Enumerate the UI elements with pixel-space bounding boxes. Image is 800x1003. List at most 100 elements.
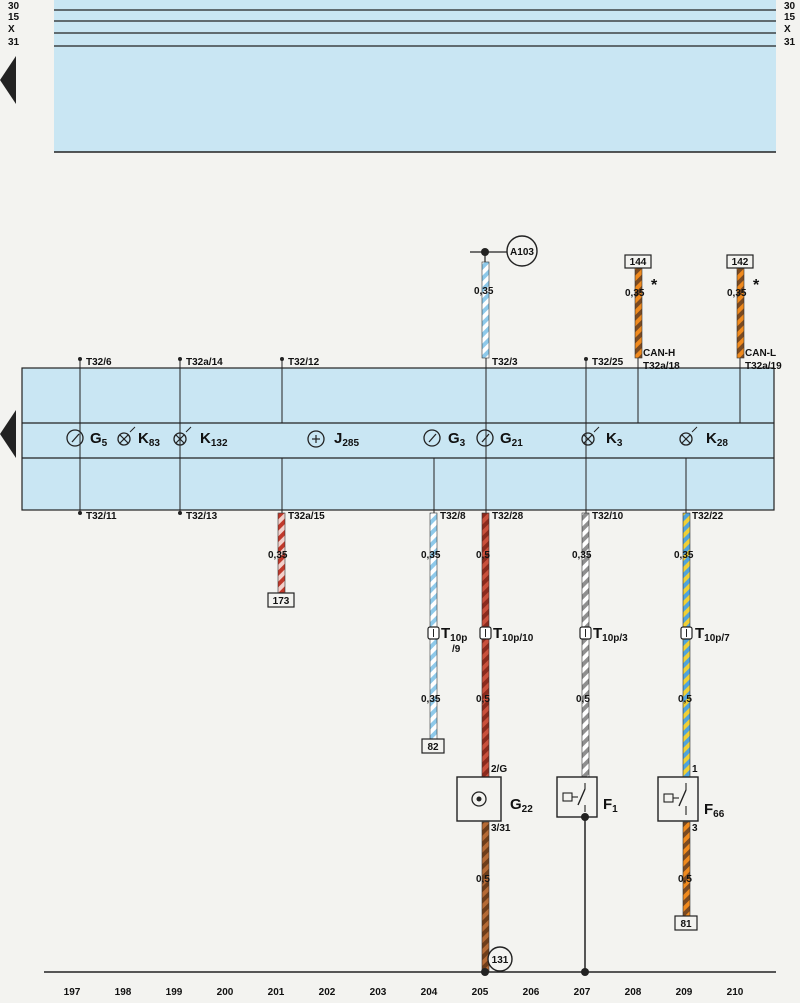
pin-t32-8: T32/8 xyxy=(440,511,466,522)
pin-t32a-19: T32a/19 xyxy=(745,361,782,372)
component-g22: G22 xyxy=(510,796,533,815)
bus-can-h: CAN-H xyxy=(643,348,675,359)
rail-label-left-15: 15 xyxy=(8,12,20,23)
connector-icon xyxy=(427,626,440,640)
switch-f66-box xyxy=(657,776,699,822)
ref-82[interactable] xyxy=(421,738,445,754)
ref-a103-label: A103 xyxy=(510,247,534,258)
f1-ground-junction xyxy=(581,813,589,821)
ref-144-label: 144 xyxy=(630,257,647,268)
column-number: 206 xyxy=(523,987,540,998)
wire-size: 0,35 xyxy=(727,288,747,299)
ref-173-label: 173 xyxy=(273,596,290,607)
component-k3: K3 xyxy=(606,430,623,449)
pin-t32a-14: T32a/14 xyxy=(186,357,223,368)
column-number: 202 xyxy=(319,987,336,998)
rail-label-left-30: 30 xyxy=(8,1,20,12)
component-k83: K83 xyxy=(138,430,160,449)
g22-pin-bottom: 3/31 xyxy=(491,823,511,834)
gauge-icon xyxy=(476,429,494,447)
column-number: 199 xyxy=(166,987,183,998)
ref-82-label: 82 xyxy=(427,742,439,753)
control-unit-icon xyxy=(307,430,325,448)
switch-f1-box xyxy=(556,776,598,818)
pin-t32-3: T32/3 xyxy=(492,357,518,368)
column-number: 198 xyxy=(115,987,132,998)
pin-t32-11: T32/11 xyxy=(86,511,117,522)
ref-a103[interactable] xyxy=(506,235,538,267)
component-j285: J285 xyxy=(334,430,359,449)
lamp-icon xyxy=(117,426,136,446)
wire-size: 0,35 xyxy=(421,694,441,705)
connector-icon xyxy=(479,626,492,640)
connector-t10p-10: T10p/10 xyxy=(493,625,534,644)
connector-t10p-9-pin: /9 xyxy=(452,644,461,655)
ref-81-label: 81 xyxy=(680,919,692,930)
rail-label-left-31: 31 xyxy=(8,37,20,48)
connector-t10p-3: T10p/3 xyxy=(593,625,628,644)
cluster-internal-lines xyxy=(79,358,741,513)
pin-t32-22: T32/22 xyxy=(692,511,724,522)
column-number: 200 xyxy=(217,987,234,998)
pin-t32-12: T32/12 xyxy=(288,357,320,368)
wire-size: 0,35 xyxy=(625,288,645,299)
ref-131-label: 131 xyxy=(492,955,509,966)
connector-icon xyxy=(579,626,592,640)
rail-panel xyxy=(54,0,776,152)
gauge-icon xyxy=(66,429,84,447)
wire-size: 0,5 xyxy=(476,874,490,885)
column-number: 207 xyxy=(574,987,591,998)
connector-t10p-7: T10p/7 xyxy=(695,625,730,644)
component-f1: F1 xyxy=(603,796,618,815)
column-number: 209 xyxy=(676,987,693,998)
wire-brown-orange-can-l xyxy=(736,267,745,359)
component-k132: K132 xyxy=(200,430,228,449)
rail-label-right-30: 30 xyxy=(784,1,796,12)
switch-icon xyxy=(663,783,687,815)
wire-size: 0,35 xyxy=(572,550,592,561)
wire-size: 0,35 xyxy=(268,550,288,561)
wire-size: 0,5 xyxy=(678,874,692,885)
pin-t32-28: T32/28 xyxy=(492,511,524,522)
ref-144[interactable] xyxy=(624,254,652,269)
page-back-arrow[interactable] xyxy=(0,56,16,104)
ref-81[interactable] xyxy=(674,915,698,931)
rail-label-right-31: 31 xyxy=(784,37,796,48)
column-number: 201 xyxy=(268,987,285,998)
component-g5: G5 xyxy=(90,430,108,449)
component-f66: F66 xyxy=(704,801,725,820)
asterisk-marker: * xyxy=(651,277,658,294)
wire-size: 0,5 xyxy=(576,694,590,705)
column-number: 203 xyxy=(370,987,387,998)
wire-brown-orange-81 xyxy=(682,821,691,917)
wire-size: 0,5 xyxy=(678,694,692,705)
rail-label-right-15: 15 xyxy=(784,12,796,23)
lamp-icon xyxy=(581,426,600,446)
ref-173[interactable] xyxy=(267,592,295,608)
sender-icon xyxy=(471,791,487,807)
pin-t32-25: T32/25 xyxy=(592,357,624,368)
rail-label-right-x: X xyxy=(784,24,791,35)
pin-t32a-18: T32a/18 xyxy=(643,361,680,372)
ground-junction xyxy=(481,968,489,976)
wire-brown-g22-ground xyxy=(481,821,490,973)
g22-pin-top: 2/G xyxy=(491,764,507,775)
component-g3: G3 xyxy=(448,430,466,449)
switch-icon xyxy=(562,783,586,812)
ref-131[interactable] xyxy=(487,946,513,972)
column-number: 204 xyxy=(421,987,438,998)
wire-brown-orange-can-h xyxy=(634,267,643,359)
section-back-arrow[interactable] xyxy=(0,410,16,458)
bus-can-l: CAN-L xyxy=(745,348,776,359)
component-g21: G21 xyxy=(500,430,523,449)
lamp-icon xyxy=(173,426,192,446)
pin-t32a-15: T32a/15 xyxy=(288,511,325,522)
f66-pin-top: 1 xyxy=(692,764,698,775)
pin-t32-13: T32/13 xyxy=(186,511,218,522)
wire-blue-white-82 xyxy=(429,512,438,740)
ref-142[interactable] xyxy=(726,254,754,269)
pin-t32-6: T32/6 xyxy=(86,357,112,368)
asterisk-marker: * xyxy=(753,277,760,294)
